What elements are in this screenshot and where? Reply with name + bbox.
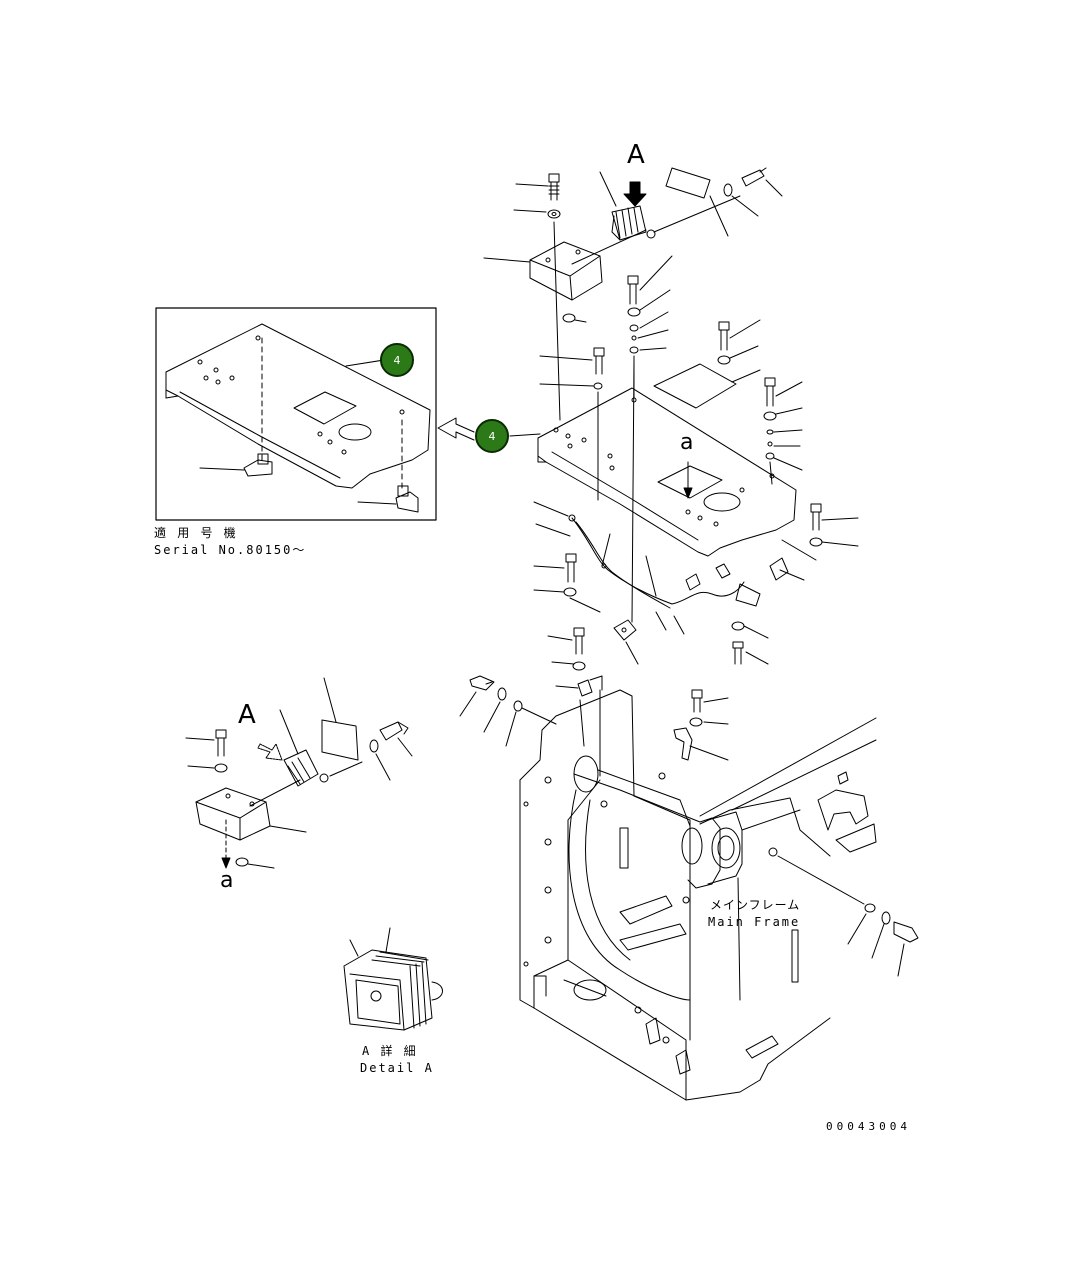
callout-leader-inset	[345, 359, 385, 367]
leader	[483, 257, 531, 263]
bolt-column-right	[763, 377, 803, 485]
light-cover-top	[529, 241, 603, 301]
callout-arrow	[437, 417, 475, 441]
detail-a-label: Detail A	[360, 1061, 434, 1075]
floor-plate-main	[537, 387, 797, 557]
light-guard-plate-left	[321, 677, 359, 761]
bolt-right-plate	[809, 503, 859, 547]
view-marker-a-left: A	[238, 700, 256, 730]
bolt-top-1	[515, 173, 560, 201]
view-marker-a-top: A	[627, 140, 645, 170]
clip-plate	[613, 359, 639, 665]
ref-a-left: a	[220, 868, 234, 893]
bracket-right	[769, 539, 817, 581]
view-arrow-a-left	[257, 743, 283, 761]
bolt-left-side	[369, 721, 413, 781]
detail-a-lamp	[343, 927, 443, 1031]
light-wire-left	[329, 761, 363, 777]
bolt-column-mid	[717, 319, 761, 365]
washer-under-cover	[553, 221, 587, 421]
bolt-main-frame-right	[847, 903, 919, 977]
bolt-harness-left	[533, 553, 601, 613]
bolt-lower-right	[731, 621, 769, 665]
work-light-left	[249, 709, 329, 807]
callout-number: 4	[393, 353, 401, 367]
light-wire-top	[653, 195, 741, 233]
inset-brackets	[199, 337, 419, 513]
wire-harness	[533, 501, 761, 635]
bolt-middle	[547, 627, 603, 777]
callout-badge-inset[interactable]: 4	[380, 343, 414, 377]
inset-frame	[155, 307, 437, 521]
detail-a-label-jp: A 詳 細	[362, 1044, 418, 1058]
bolt-top-side	[723, 167, 783, 217]
inset-serial-label: Serial No.80150～	[154, 543, 307, 557]
main-frame-label: Main Frame	[708, 915, 801, 929]
washer-top-1	[513, 209, 561, 219]
light-mount-line	[571, 229, 647, 265]
work-light-top	[599, 171, 656, 241]
access-cover-plate	[653, 363, 761, 409]
figure-number: 00043004	[826, 1120, 911, 1133]
inset-floor-plate	[165, 323, 431, 489]
bolt-frame-right	[673, 689, 729, 761]
main-frame	[519, 689, 877, 1101]
main-frame-label-jp: メインフレーム	[710, 898, 801, 912]
view-arrow-a-top	[623, 181, 647, 207]
light-guard-plate-top	[665, 167, 729, 237]
ref-arrow-a-left	[221, 819, 275, 869]
bolt-left-column	[539, 347, 605, 501]
ref-arrow-a-floor	[683, 461, 693, 499]
callout-badge-main[interactable]: 4	[475, 419, 509, 453]
inset-serial-label-jp: 適 用 号 機	[154, 526, 238, 540]
bolt-left-detail	[185, 729, 228, 773]
callout-leader-main	[509, 433, 541, 437]
light-cover-left	[195, 787, 307, 841]
bolt-column-top	[627, 255, 673, 399]
ref-a-top: a	[680, 430, 694, 455]
callout-number: 4	[488, 429, 496, 443]
